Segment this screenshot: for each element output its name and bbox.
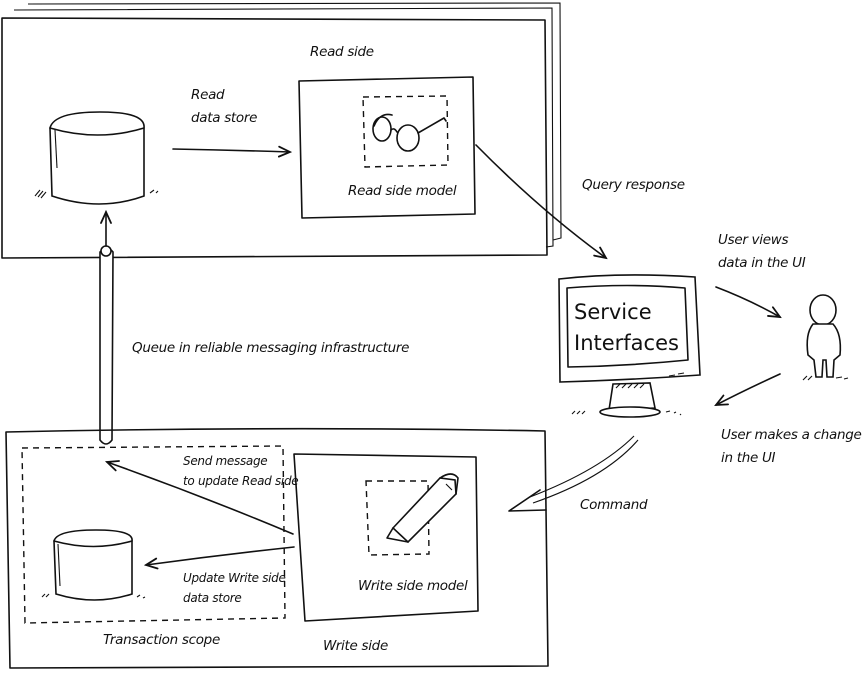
pencil-icon — [386, 473, 459, 544]
message-queue-pipe — [99, 212, 114, 445]
query-response-arrow — [475, 144, 606, 258]
query-response-label: Query response — [582, 177, 685, 193]
monitor-icon — [558, 274, 701, 418]
queue-label: Queue in reliable messaging infrastructu… — [132, 340, 410, 356]
read-side-title: Read side — [310, 44, 374, 60]
read-data-store-label-line2: data store — [191, 110, 258, 126]
service-interfaces-line2: Interfaces — [574, 331, 679, 355]
read-side-frame-front — [1, 17, 548, 259]
read-side-model-inner-box — [362, 95, 449, 168]
read-side-model-box — [298, 76, 476, 219]
write-side-title: Write side — [323, 638, 388, 654]
read-data-store-cylinder — [34, 111, 159, 205]
command-arrow — [508, 435, 639, 512]
service-interfaces-line1: Service — [574, 300, 652, 324]
write-side-model-inner-box — [365, 480, 430, 556]
read-data-store-label-line1: Read — [191, 87, 225, 103]
read-arrow — [172, 149, 290, 152]
user-change-label-line1: User makes a change — [721, 427, 862, 443]
update-write-store-arrow — [146, 546, 295, 565]
send-message-label-line1: Send message — [183, 454, 268, 468]
user-views-label-line2: data in the UI — [718, 255, 806, 271]
user-change-label-line2: in the UI — [721, 450, 776, 466]
person-icon — [802, 294, 849, 381]
read-side-model-label: Read side model — [348, 183, 457, 199]
command-label: Command — [580, 497, 648, 513]
user-change-arrow — [716, 373, 781, 405]
transaction-scope-box — [21, 445, 286, 624]
user-views-label-line1: User views — [718, 232, 789, 248]
update-write-store-label-line2: data store — [183, 591, 242, 605]
transaction-scope-label: Transaction scope — [103, 632, 220, 648]
read-side-frame-back-2 — [27, 2, 562, 241]
glasses-icon — [372, 113, 447, 152]
write-side-frame — [5, 427, 549, 669]
send-message-label-line2: to update Read side — [183, 474, 299, 488]
user-views-arrow — [715, 286, 780, 317]
update-write-store-label-line1: Update Write side — [183, 571, 286, 585]
write-data-store-cylinder — [41, 529, 146, 601]
write-side-model-box — [293, 453, 479, 622]
send-message-arrow — [107, 462, 294, 535]
read-side-frame — [1, 2, 562, 259]
read-side-frame-back-1 — [13, 7, 554, 248]
write-side-model-label: Write side model — [358, 578, 468, 594]
